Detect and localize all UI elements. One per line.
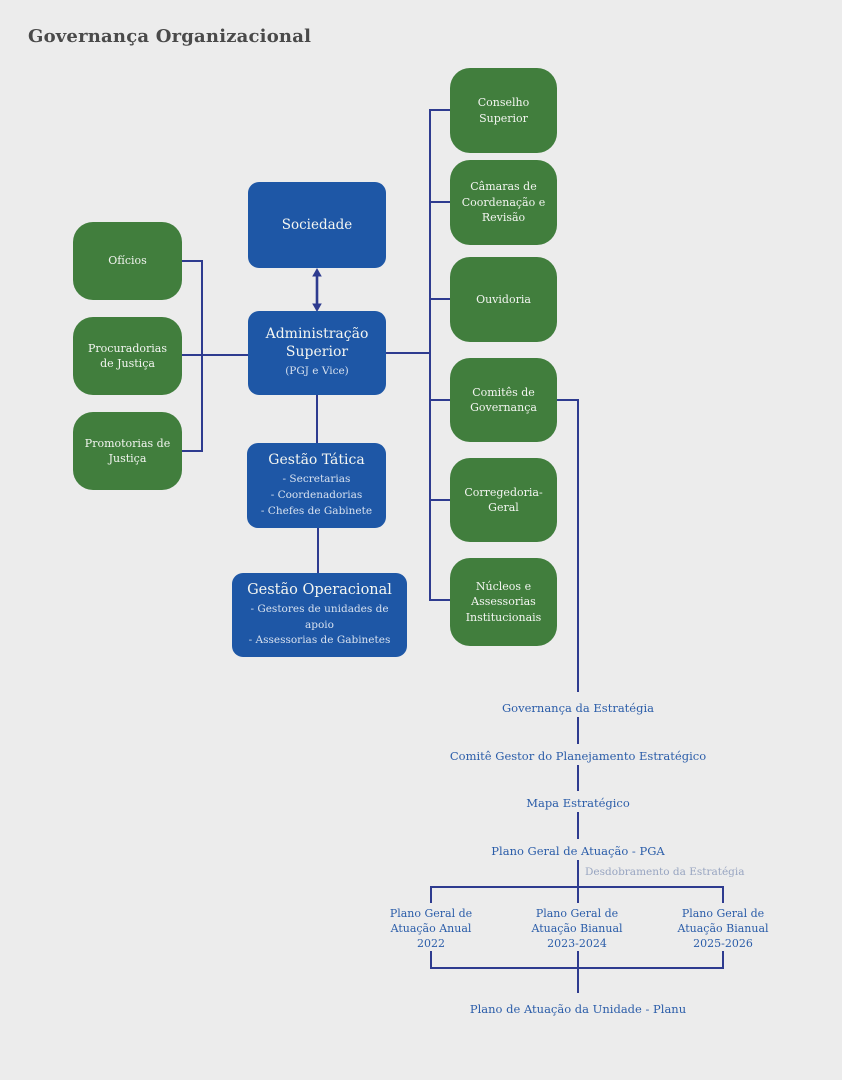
box-sociedade: Sociedade	[248, 182, 386, 268]
connector-ouvidoria-stub	[429, 298, 450, 300]
branch-label-desdobramento: Desdobramento da Estratégia	[585, 866, 745, 878]
double-arrow-icon	[309, 267, 325, 317]
box-corregedoria-label: Corregedoria-Geral	[464, 485, 543, 514]
box-procuradorias-label: Procuradorias de Justiça	[88, 341, 167, 370]
connector-merge-center	[577, 951, 579, 993]
box-gestao-operacional-title: Gestão Operacional	[247, 581, 392, 598]
connector-camaras-stub	[429, 201, 450, 203]
connector-comites-cascade	[577, 399, 579, 692]
connector-comites-right	[557, 399, 579, 401]
connector-nucleos-stub	[429, 599, 450, 601]
cascade-planu: Plano de Atuação da Unidade - Planu	[469, 1002, 687, 1016]
connector-administracao-tatica	[316, 395, 318, 443]
box-promotorias-label: Promotorias de Justiça	[84, 436, 171, 465]
connector-oficios-stub	[182, 260, 203, 262]
box-camaras-label: Câmaras de Coordenação e Revisão	[461, 180, 546, 225]
box-nucleos-label: Núcleos e Assessorias Institucionais	[465, 579, 542, 624]
cascade-pga: Plano Geral de Atuação - PGA	[491, 844, 665, 858]
box-oficios-label: Ofícios	[108, 254, 147, 268]
connector-merge-left	[430, 951, 432, 969]
cascade-comite-gestor: Comitê Gestor do Planejamento Estratégic…	[449, 749, 707, 763]
connector-comites-stub	[429, 399, 450, 401]
box-gestao-tatica-items: - Secretarias - Coordenadorias - Chefes …	[260, 473, 373, 517]
box-camaras: Câmaras de Coordenação e Revisão	[450, 160, 557, 245]
plan-bianual-2023-2024: Plano Geral de Atuação Bianual 2023-2024	[531, 907, 623, 950]
connector-cascade-2	[577, 765, 579, 791]
connector-merge-right	[722, 951, 724, 969]
cascade-mapa-estrategico: Mapa Estratégico	[526, 796, 630, 810]
connector-right-trunk	[429, 109, 431, 601]
box-gestao-tatica-title: Gestão Tática	[268, 451, 365, 468]
box-administracao-superior-subtitle: (PGJ e Vice)	[285, 365, 349, 378]
connector-branch-drop-right	[722, 886, 724, 903]
connector-administracao-trunk	[386, 352, 431, 354]
box-promotorias: Promotorias de Justiça	[73, 412, 182, 490]
connector-branch-drop-left	[430, 886, 432, 903]
box-nucleos: Núcleos e Assessorias Institucionais	[450, 558, 557, 646]
connector-branch-horizontal	[430, 886, 724, 888]
box-corregedoria: Corregedoria-Geral	[450, 458, 557, 542]
box-gestao-tatica: Gestão Tática - Secretarias - Coordenado…	[247, 443, 386, 528]
box-ouvidoria: Ouvidoria	[450, 257, 557, 342]
connector-tatica-operacional	[317, 528, 319, 573]
connector-cascade-1	[577, 717, 579, 744]
box-gestao-operacional: Gestão Operacional - Gestores de unidade…	[232, 573, 407, 657]
connector-left-trunk	[201, 260, 203, 452]
connector-corregedoria-stub	[429, 499, 450, 501]
plan-anual-2022: Plano Geral de Atuação Anual 2022	[389, 907, 473, 950]
box-comites-governanca: Comitês de Governança	[450, 358, 557, 442]
connector-promotorias-stub	[182, 450, 203, 452]
box-administracao-superior: Administração Superior (PGJ e Vice)	[248, 311, 386, 395]
box-comites-governanca-label: Comitês de Governança	[470, 385, 537, 414]
box-procuradorias: Procuradorias de Justiça	[73, 317, 182, 395]
box-conselho-superior-label: Conselho Superior	[477, 96, 530, 125]
box-sociedade-label: Sociedade	[281, 217, 353, 233]
box-gestao-operacional-items: - Gestores de unidades de apoio - Assess…	[248, 602, 391, 647]
cascade-governanca-estrategia: Governança da Estratégia	[502, 701, 654, 715]
box-administracao-superior-title: Administração Superior	[265, 326, 369, 360]
connector-left-to-administracao	[182, 354, 248, 356]
connector-cascade-3	[577, 812, 579, 839]
box-conselho-superior: Conselho Superior	[450, 68, 557, 153]
box-oficios: Ofícios	[73, 222, 182, 300]
box-ouvidoria-label: Ouvidoria	[476, 292, 531, 306]
connector-conselho-stub	[429, 109, 450, 111]
connector-pga-branch	[577, 860, 579, 903]
page-title: Governança Organizacional	[28, 26, 312, 47]
plan-bianual-2025-2026: Plano Geral de Atuação Bianual 2025-2026	[677, 907, 769, 950]
